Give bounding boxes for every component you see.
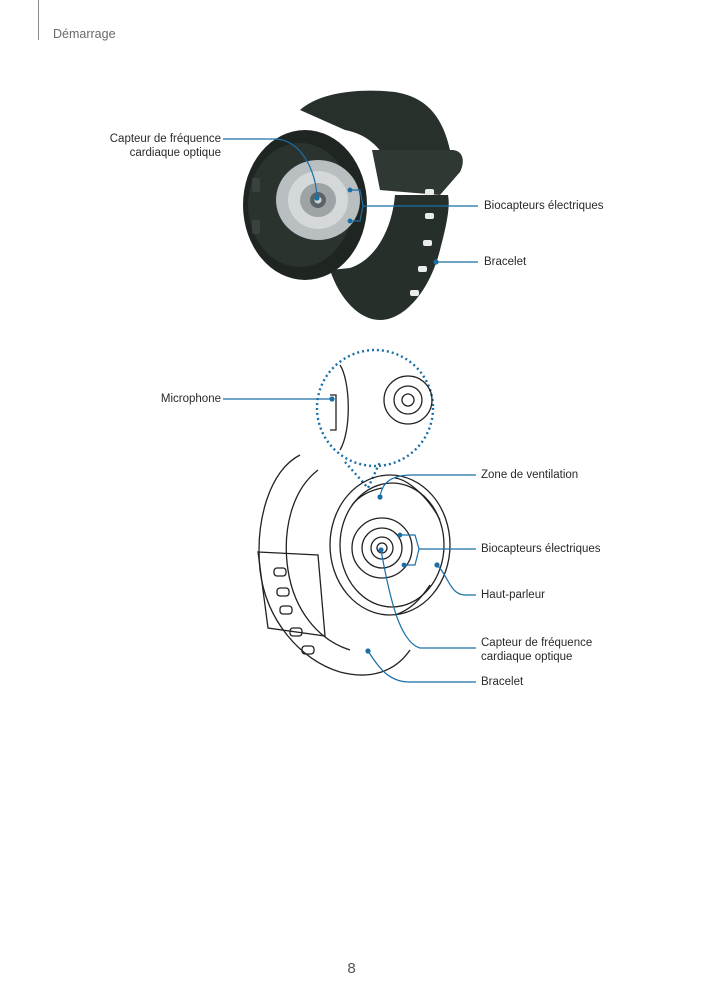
- watch-line-art: [257, 348, 451, 676]
- label-bio-sensors-bottom: Biocapteurs électriques: [481, 543, 601, 555]
- label-speaker: Haut-parleur: [481, 589, 545, 601]
- label-hr-sensor-bottom-line2: cardiaque optique: [481, 651, 573, 663]
- page-number: 8: [347, 960, 356, 977]
- label-hr-sensor-bottom-line1: Capteur de fréquence: [481, 637, 593, 649]
- label-bio-sensors-top: Biocapteurs électriques: [484, 200, 604, 212]
- watch-photo: [243, 90, 463, 320]
- label-hr-sensor-top: Capteur de fréquence cardiaque optique: [110, 132, 221, 160]
- section-title: Démarrage: [53, 27, 116, 41]
- leader-hr-sensor-top: [223, 138, 318, 198]
- label-strap-bottom: Bracelet: [481, 676, 524, 688]
- label-hr-sensor-top-line2: cardiaque optique: [129, 147, 221, 159]
- leader-hr-sensor-bottom: [380, 549, 476, 649]
- label-hr-sensor-bottom: Capteur de fréquence cardiaque optique: [481, 636, 592, 664]
- leader-speaker: [436, 564, 476, 596]
- header-rule: [38, 0, 39, 40]
- label-microphone: Microphone: [160, 393, 221, 405]
- leader-vent: [379, 474, 476, 498]
- label-hr-sensor-top-line1: Capteur de fréquence: [109, 133, 221, 145]
- leader-strap-bottom: [367, 650, 476, 683]
- label-strap-top: Bracelet: [484, 256, 527, 268]
- label-vent: Zone de ventilation: [481, 469, 579, 481]
